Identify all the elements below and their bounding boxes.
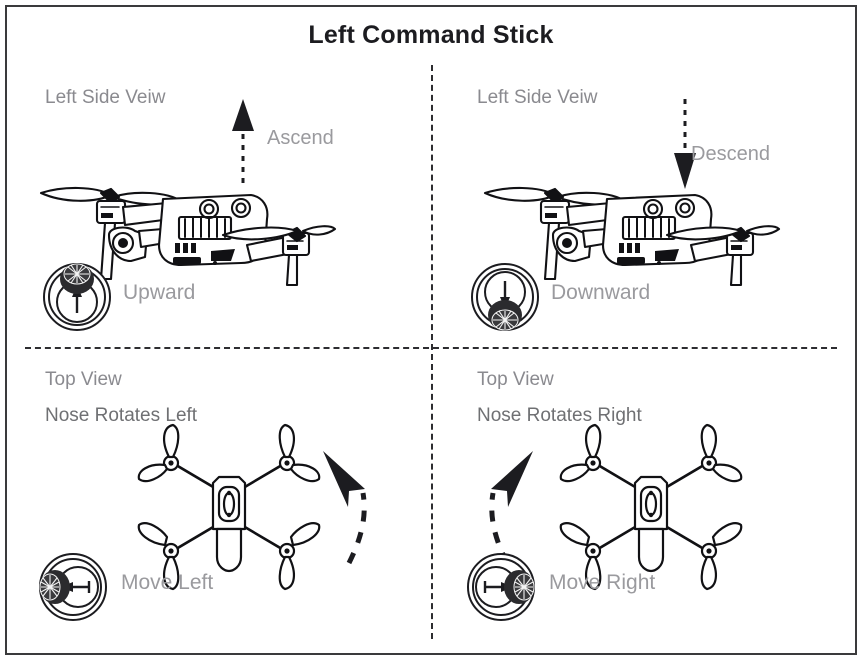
drone-top-view-art [137, 423, 321, 591]
ascend-arrow-icon [223, 99, 263, 183]
view-label: Top View [45, 369, 122, 390]
page-title: Left Command Stick [308, 21, 554, 49]
joystick-down-icon [469, 261, 541, 333]
view-label: Top View [477, 369, 554, 390]
sub-label: Nose Rotates Left [45, 405, 198, 426]
drone-side-view-art [479, 173, 781, 293]
command-stick-diagram: Left Command Stick Left Side Veiw Ascend [5, 5, 857, 655]
joystick-right-icon [465, 551, 537, 623]
quadrant-top-left: Left Side Veiw Ascend [9, 65, 433, 350]
joystick-up-icon [41, 261, 113, 333]
drone-side-view-art [35, 173, 337, 293]
quadrant-bottom-right: Top View Nose Rotates Right [433, 355, 857, 640]
view-label: Left Side Veiw [45, 87, 166, 108]
quadrant-top-right: Left Side Veiw Descend [433, 65, 857, 350]
quadrant-bottom-left: Top View Nose Rotates Left [9, 355, 433, 640]
sub-label: Nose Rotates Right [477, 405, 642, 426]
stick-label: Move Left [121, 571, 214, 594]
stick-label: Upward [123, 281, 196, 304]
stick-label: Downward [551, 281, 651, 304]
vertical-divider [431, 65, 433, 639]
motion-label: Ascend [267, 127, 334, 149]
motion-label: Descend [691, 143, 770, 165]
descend-arrow-icon [665, 99, 705, 189]
stick-label: Move Right [549, 571, 656, 594]
rotate-left-arrow-icon [305, 443, 395, 568]
joystick-left-icon [37, 551, 109, 623]
view-label: Left Side Veiw [477, 87, 598, 108]
rotate-right-arrow-icon [461, 443, 551, 568]
drone-top-view-art [559, 423, 743, 591]
